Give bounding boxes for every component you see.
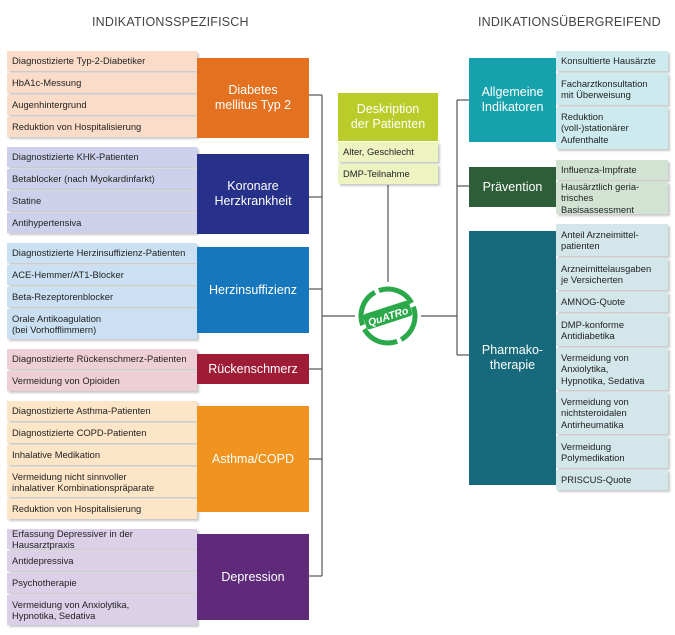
diabetes-item: Diagnostizierte Typ-2-Diabetiker — [7, 51, 197, 71]
khk-item: Antihypertensiva — [7, 213, 197, 233]
category-pharmacotherapy: Pharmako-therapie — [469, 231, 556, 485]
category-rueckenschmerz: Rückenschmerz — [197, 354, 309, 384]
patient-description-item: Alter, Geschlecht — [338, 142, 438, 162]
header-indication-specific: INDIKATIONSSPEZIFISCH — [92, 15, 249, 29]
general-indicator-item: Konsultierte Hausärzte — [556, 51, 668, 71]
khk-item: Betablocker (nach Myokardinfarkt) — [7, 169, 197, 189]
herzinsuffizienz-item: Beta-Rezeptorenblocker — [7, 287, 197, 307]
patient-description-item: DMP-Teilnahme — [338, 164, 438, 184]
khk-item: Statine — [7, 191, 197, 211]
asthma-copd-item: Inhalative Medikation — [7, 445, 197, 465]
diabetes-item: Reduktion von Hospitalisierung — [7, 117, 197, 137]
diabetes-item: HbA1c-Messung — [7, 73, 197, 93]
pharmacotherapy-item: AMNOG-Quote — [556, 292, 668, 312]
category-herzinsuffizienz: Herzinsuffizienz — [197, 247, 309, 333]
herzinsuffizienz-item: Orale Antikoagulation(bei Vorhofflimmern… — [7, 309, 197, 339]
pharmacotherapy-item: Anteil Arzneimittel-patienten — [556, 224, 668, 256]
depression-item: Psychotherapie — [7, 573, 197, 593]
diabetes-item: Augenhintergrund — [7, 95, 197, 115]
asthma-copd-item: Reduktion von Hospitalisierung — [7, 499, 197, 519]
herzinsuffizienz-item: Diagnostizierte Herzinsuffizienz-Patient… — [7, 243, 197, 263]
asthma-copd-item: Diagnostizierte Asthma-Patienten — [7, 401, 197, 421]
rueckenschmerz-item: Vermeidung von Opioiden — [7, 371, 197, 391]
depression-item: Erfassung Depressiver in der Hausarztpra… — [7, 528, 197, 550]
category-prevention: Prävention — [469, 167, 556, 207]
herzinsuffizienz-item: ACE-Hemmer/AT1-Blocker — [7, 265, 197, 285]
prevention-item: Influenza-Impfrate — [556, 160, 668, 180]
quatro-logo: QuATRo — [355, 283, 421, 349]
depression-item: Antidepressiva — [7, 551, 197, 571]
rueckenschmerz-item: Diagnostizierte Rückenschmerz-Patienten — [7, 349, 197, 369]
header-cross-indication: INDIKATIONSÜBERGREIFEND — [478, 15, 661, 29]
khk-item: Diagnostizierte KHK-Patienten — [7, 147, 197, 167]
depression-item: Vermeidung von Anxiolytika,Hypnotika, Se… — [7, 595, 197, 625]
asthma-copd-item: Diagnostizierte COPD-Patienten — [7, 423, 197, 443]
prevention-item: Hausärztlich geria-trisches Basisassessm… — [556, 181, 668, 215]
category-depression: Depression — [197, 534, 309, 620]
category-asthma-copd: Asthma/COPD — [197, 406, 309, 512]
pharmacotherapy-item: PRISCUS-Quote — [556, 470, 668, 490]
